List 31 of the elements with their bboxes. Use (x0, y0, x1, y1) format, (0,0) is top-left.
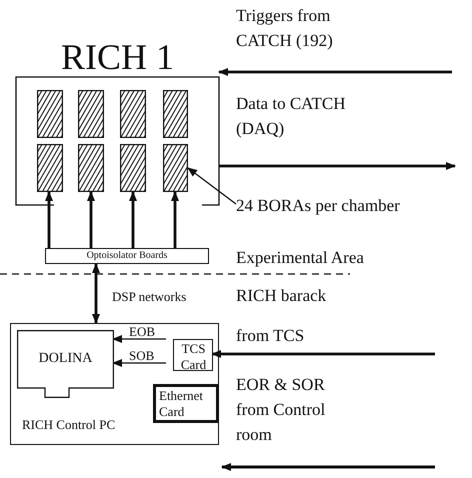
arrow (129, 191, 137, 248)
arrow (87, 191, 95, 248)
area-label: RICH barack (236, 285, 328, 307)
edge-label: Data to CATCH (DAQ) (236, 93, 347, 140)
edge-label: DSP networks (112, 290, 186, 305)
arrow (219, 162, 456, 170)
edge-label: Triggers from CATCH (192) (236, 5, 334, 52)
area-label: Experimental Area (236, 247, 365, 269)
chamber-title: RICH 1 (60, 38, 175, 76)
edge-label: SOB (129, 349, 154, 364)
card-label: DOLINA (38, 351, 94, 368)
leader-line (187, 167, 236, 205)
computer-box (10, 323, 219, 445)
arrow (218, 68, 452, 76)
edge-label: from TCS (236, 325, 306, 347)
annotation-text: 24 BORAs per chamber (236, 196, 400, 216)
box-label: RICH Control PC (22, 418, 116, 433)
arrow (171, 191, 179, 248)
board-box (45, 248, 209, 264)
arrow (112, 335, 166, 343)
edge-label: EOB (129, 325, 155, 340)
arrow (211, 350, 435, 358)
box-label: Optoisolator Boards (86, 250, 168, 262)
arrow (45, 191, 53, 248)
card-box (153, 384, 219, 423)
area-label: EOR & SOR from Control room (236, 374, 326, 446)
card-label: Ethernet Card (159, 388, 204, 420)
arrow (112, 359, 166, 367)
card-label: TCS Card (180, 341, 208, 373)
arrow (92, 263, 100, 324)
card-box (173, 339, 213, 371)
